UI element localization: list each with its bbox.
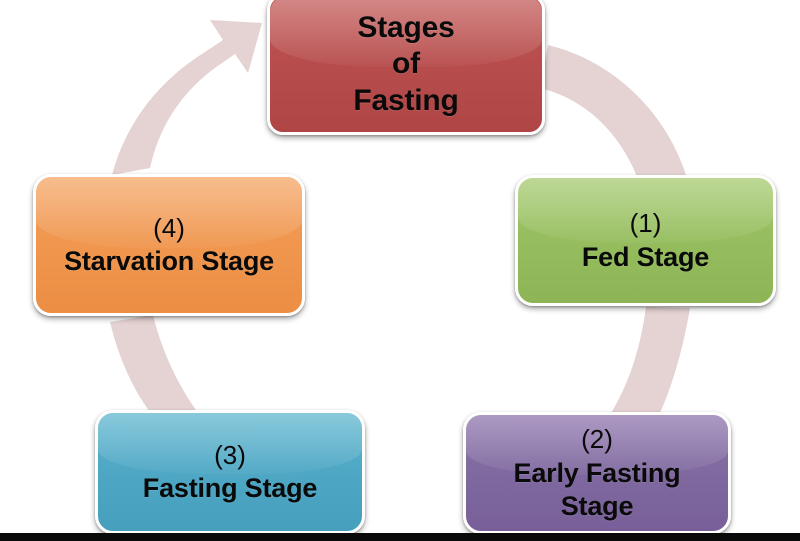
node-1-number: (1) [629,208,662,239]
node-2-label-line-2: Stage [560,490,634,521]
node-4-number: (4) [153,212,185,243]
node-center-line-2: of [392,47,420,81]
node-center-line-1: Stages [357,10,455,44]
arrow-stage-4-to-center [112,20,262,175]
node-stages-of-fasting[interactable]: Stages of Fasting [267,0,545,135]
node-2-label: Early Fasting [513,457,681,488]
arc-stage-3-to-stage-4 [110,315,196,422]
arc-center-to-stage-1 [540,45,686,190]
arc-stage-1-to-stage-2 [608,307,690,428]
node-4-label: Starvation Stage [64,246,274,277]
node-1-label: Fed Stage [581,241,710,272]
node-early-fasting-stage[interactable]: (2) Early Fasting Stage [463,412,731,534]
node-3-label: Fasting Stage [142,473,318,504]
node-fed-stage[interactable]: (1) Fed Stage [515,175,776,306]
node-starvation-stage[interactable]: (4) Starvation Stage [33,174,305,316]
node-center-line-3: Fasting [353,83,459,117]
node-fasting-stage[interactable]: (3) Fasting Stage [95,410,365,534]
node-3-number: (3) [214,439,246,470]
bottom-letterbox-bar [0,533,800,541]
node-2-number: (2) [581,424,613,455]
